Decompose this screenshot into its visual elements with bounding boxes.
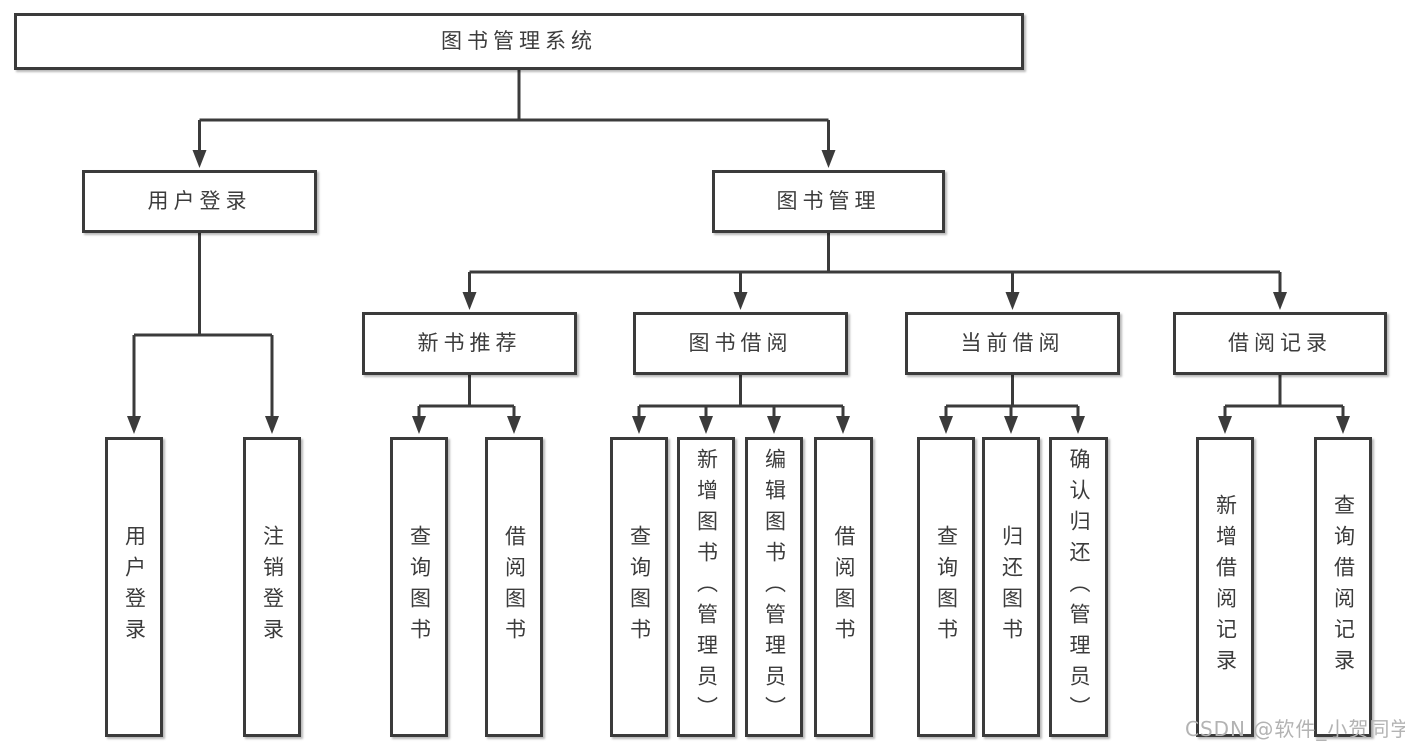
- leaf-edit-book-admin: 编辑图书（管理员）: [745, 437, 803, 737]
- csdn-watermark: CSDN @软件_小贺同学: [1185, 717, 1405, 741]
- arrowhead: [939, 416, 953, 434]
- arrowhead: [699, 416, 713, 434]
- node-new-book-recommend: 新书推荐: [362, 312, 577, 375]
- connector-user-login-children: [132, 233, 274, 417]
- arrowhead: [507, 416, 521, 434]
- arrowhead: [836, 416, 850, 434]
- leaf-add-book-admin: 新增图书（管理员）: [677, 437, 735, 737]
- leaf-query-books-current: 查询图书: [917, 437, 975, 737]
- leaf-logout: 注销登录: [243, 437, 301, 737]
- arrowhead: [1273, 292, 1287, 310]
- connector-book-management-children: [468, 233, 1282, 293]
- arrowhead: [767, 416, 781, 434]
- arrowhead: [733, 292, 748, 310]
- arrowhead: [1071, 416, 1085, 434]
- arrowhead: [412, 416, 426, 434]
- node-book-borrow: 图书借阅: [633, 312, 848, 375]
- arrowhead: [1336, 416, 1350, 434]
- leaf-user-login: 用户登录: [105, 437, 163, 737]
- arrowhead: [192, 150, 207, 168]
- arrowhead: [632, 416, 646, 434]
- arrowhead: [265, 416, 279, 434]
- arrowhead: [127, 416, 141, 434]
- leaf-confirm-return-admin: 确认归还（管理员）: [1049, 437, 1108, 737]
- leaf-add-borrow-record: 新增借阅记录: [1196, 437, 1254, 737]
- node-book-management: 图书管理: [712, 170, 945, 233]
- leaf-query-books-recommend: 查询图书: [390, 437, 448, 737]
- leaf-borrow-books-recommend: 借阅图书: [485, 437, 543, 737]
- connector-current-borrow-children: [944, 375, 1080, 417]
- arrowhead: [1004, 416, 1018, 434]
- connector-root-to-level2: [198, 70, 830, 151]
- leaf-return-book: 归还图书: [982, 437, 1040, 737]
- node-library-management-system: 图书管理系统: [14, 13, 1024, 70]
- connector-borrow-records-children: [1223, 375, 1345, 417]
- leaf-query-borrow-record: 查询借阅记录: [1314, 437, 1372, 737]
- arrowhead: [462, 292, 477, 310]
- node-borrow-records: 借阅记录: [1173, 312, 1387, 375]
- node-user-login: 用户登录: [82, 170, 317, 233]
- arrowhead: [1218, 416, 1232, 434]
- arrowhead: [1005, 292, 1020, 310]
- leaf-borrow-books: 借阅图书: [814, 437, 873, 737]
- connector-new-book-children: [417, 375, 516, 417]
- connector-book-borrow-children: [637, 375, 845, 417]
- leaf-query-books-borrow: 查询图书: [610, 437, 668, 737]
- node-current-borrow: 当前借阅: [905, 312, 1120, 375]
- arrowhead: [821, 150, 836, 168]
